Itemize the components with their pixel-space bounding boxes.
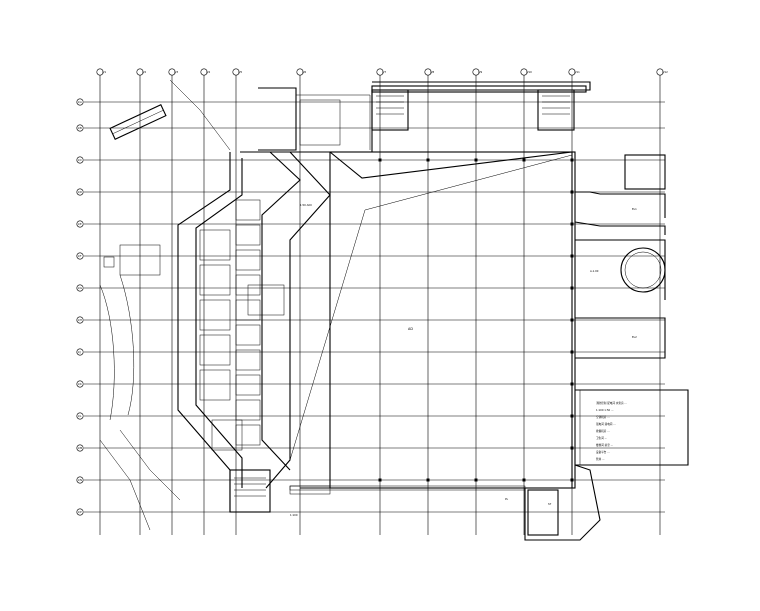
row-axis-bubble: 1/G bbox=[76, 284, 84, 292]
column-axis-bubbles: 1/1 1/2 1/3 1/4 1/5 1/6 1/7 1/8 1/9 1/10 1/11 1/12 bbox=[96, 68, 668, 76]
row-axis-bubble: 1/K bbox=[76, 380, 84, 388]
column-marker bbox=[378, 478, 382, 482]
column-axis-bubble: 1/1 bbox=[96, 68, 107, 76]
legend-line: 卫生间 ... bbox=[596, 436, 607, 440]
column-marker bbox=[570, 286, 574, 290]
column-axis-bubble: 1/7 bbox=[376, 68, 387, 76]
row-axis-bubble: 1/M bbox=[76, 444, 84, 452]
column-marker bbox=[522, 478, 526, 482]
row-axis-tag: 1/B bbox=[78, 126, 83, 130]
row-axis-bubble: 1/A bbox=[76, 98, 84, 106]
column-axis-tag: 1/5 bbox=[238, 70, 243, 74]
row-axis-bubble: 1/F bbox=[76, 252, 84, 260]
row-axis-bubble: 1/D bbox=[76, 188, 84, 196]
column-marker bbox=[570, 190, 574, 194]
row-axis-bubble: 1/H bbox=[76, 316, 84, 324]
column-marker bbox=[570, 478, 574, 482]
column-marker bbox=[378, 158, 382, 162]
row-axis-tag: 1/K bbox=[78, 382, 83, 386]
column-axis-tag: 1/3 bbox=[174, 70, 179, 74]
drawing-note: 1:100 bbox=[290, 513, 298, 517]
column-axis-bubble: 1/2 bbox=[136, 68, 147, 76]
legend-line: 楼梯间 前室 ... bbox=[596, 443, 613, 447]
column-marker bbox=[426, 158, 430, 162]
row-axis-tag: 1/J bbox=[78, 350, 82, 354]
column-axis-tag: 1/2 bbox=[142, 70, 147, 74]
legend-line: 1:100 1:50 ... bbox=[596, 408, 614, 412]
column-axis-bubble: 1/6 bbox=[296, 68, 307, 76]
column-axis-tag: 1/6 bbox=[302, 70, 307, 74]
column-marker bbox=[474, 158, 478, 162]
column-marker bbox=[570, 222, 574, 226]
column-marker bbox=[426, 478, 430, 482]
row-axis-tag: 1/G bbox=[78, 286, 83, 290]
column-marker bbox=[570, 446, 574, 450]
row-axis-tag: 1/D bbox=[78, 190, 83, 194]
column-axis-bubble: 1/10 bbox=[520, 68, 532, 76]
column-marker bbox=[522, 158, 526, 162]
row-axis-bubble: 1/N bbox=[76, 476, 84, 484]
row-axis-tag: 1/N bbox=[78, 478, 83, 482]
column-marker bbox=[570, 318, 574, 322]
row-axis-tag: 1/F bbox=[78, 254, 83, 258]
column-axis-bubble: 1/9 bbox=[472, 68, 483, 76]
column-marker bbox=[570, 158, 574, 162]
drawing-note: ST bbox=[548, 502, 552, 506]
column-marker bbox=[570, 414, 574, 418]
row-axis-bubble: 1/C bbox=[76, 156, 84, 164]
column-axis-bubble: 1/8 bbox=[424, 68, 435, 76]
row-axis-bubble: 1/E bbox=[76, 220, 84, 228]
row-axis-tag: 1/E bbox=[78, 222, 83, 226]
legend-line: 排烟机房 ... bbox=[596, 429, 610, 433]
column-axis-bubble: 1/5 bbox=[232, 68, 243, 76]
row-axis-bubble: 1/L bbox=[76, 412, 84, 420]
drawing-note: PL bbox=[505, 497, 509, 501]
column-marker bbox=[570, 254, 574, 258]
drawing-note: 1:50 A00 bbox=[300, 203, 312, 207]
column-axis-tag: 1/12 bbox=[662, 70, 668, 74]
row-axis-tag: 1/P bbox=[78, 510, 83, 514]
row-axis-bubbles: 1/A 1/B 1/C 1/D 1/E 1/F 1/G 1/H 1/J 1/K 1/L 1/M 1/N 1… bbox=[76, 98, 84, 516]
legend-line: 强电间 弱电间 ... bbox=[596, 422, 616, 426]
column-marker bbox=[474, 478, 478, 482]
row-axis-bubble: 1/J bbox=[76, 348, 84, 356]
row-axis-tag: 1/C bbox=[78, 158, 83, 162]
row-axis-tag: 1/M bbox=[78, 446, 83, 450]
column-marker bbox=[570, 382, 574, 386]
column-marker bbox=[570, 350, 574, 354]
legend-line: 管井 ... bbox=[596, 457, 605, 461]
column-axis-bubble: 1/4 bbox=[200, 68, 211, 76]
building-walls bbox=[99, 79, 689, 541]
legend-line: 设备平台 ... bbox=[596, 450, 610, 454]
column-axis-bubble: 1/3 bbox=[168, 68, 179, 76]
legend-notes: 消防控制 配电间 水泵房 ... 1:100 1:50 ... 空调机房 ... 强电… bbox=[579, 389, 689, 466]
drawing-note: EL2 bbox=[632, 335, 637, 339]
column-axis-tag: 1/10 bbox=[526, 70, 532, 74]
column-axis-tag: 1/9 bbox=[478, 70, 483, 74]
column-axis-bubble: 1/12 bbox=[656, 68, 668, 76]
hall-label: AD bbox=[408, 327, 413, 331]
drawing-note: A-1.00 bbox=[590, 269, 599, 273]
row-axis-tag: 1/H bbox=[78, 318, 83, 322]
row-axis-tag: 1/A bbox=[78, 100, 83, 104]
legend-line: 消防控制 配电间 水泵房 ... bbox=[596, 401, 627, 405]
column-axis-tag: 1/7 bbox=[382, 70, 387, 74]
column-markers bbox=[378, 158, 574, 482]
row-axis-bubble: 1/P bbox=[76, 508, 84, 516]
drawing-note: EL1 bbox=[632, 207, 637, 211]
legend-line: 空调机房 ... bbox=[596, 415, 610, 419]
row-axis-tag: 1/L bbox=[78, 414, 83, 418]
column-axis-tag: 1/1 bbox=[102, 70, 107, 74]
column-axis-tag: 1/11 bbox=[574, 70, 580, 74]
column-axis-tag: 1/4 bbox=[206, 70, 211, 74]
column-axis-tag: 1/8 bbox=[430, 70, 435, 74]
row-axis-bubble: 1/B bbox=[76, 124, 84, 132]
column-axis-bubble: 1/11 bbox=[568, 68, 580, 76]
